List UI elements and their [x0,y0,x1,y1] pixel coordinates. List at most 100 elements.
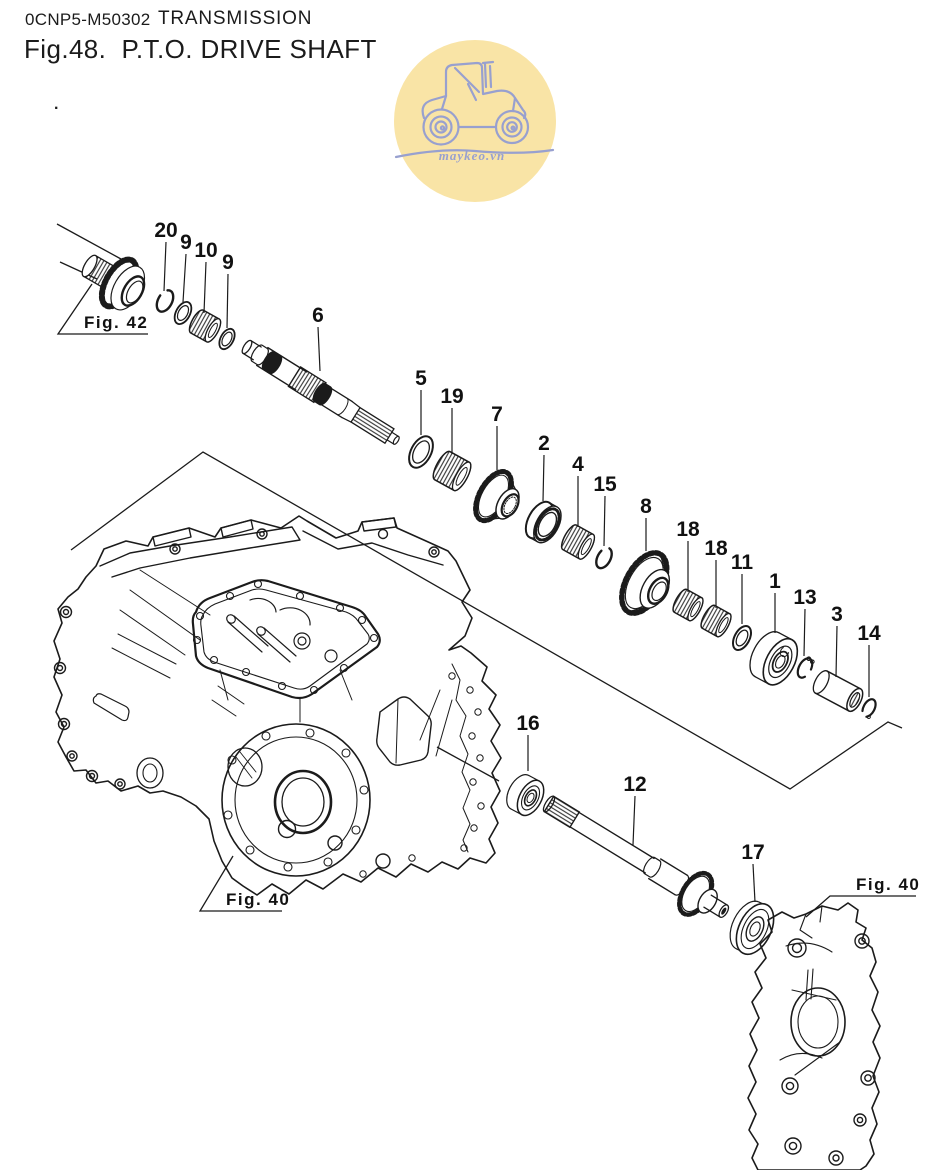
figure-reference-40-right: Fig. 40 [805,875,920,918]
callouts: 20 9 10 9 6 5 [154,219,881,903]
callout-4: 4 [572,453,584,527]
shaft-lead-line-upper [56,223,122,260]
section-title: TRANSMISSION [158,8,313,29]
tractor-icon [394,60,555,159]
gear-fig42 [81,254,146,311]
svg-text:19: 19 [440,385,463,408]
stray-dot: . [54,96,59,113]
svg-text:18: 18 [676,518,700,541]
svg-text:15: 15 [593,473,617,496]
gasket-flange-inner [200,588,370,690]
callout-20: 20 [154,219,178,292]
svg-text:12: 12 [623,773,646,796]
case-to-bearing16-line [436,746,500,782]
parts-upper-shaft [155,289,877,720]
left-bosses [53,605,177,790]
svg-text:2: 2 [538,432,550,455]
coupling-ring-2 [524,500,562,544]
svg-text:4: 4 [572,453,584,476]
document-code: 0CNP5-M50302 [25,10,151,29]
washer-5 [408,435,434,469]
gasket-flange-outer [191,579,381,700]
svg-text:11: 11 [731,551,754,574]
svg-text:Fig. 40: Fig. 40 [856,875,920,894]
needle-bearing-19 [432,450,472,492]
svg-text:17: 17 [741,841,764,864]
callout-13: 13 [793,586,817,657]
callout-3: 3 [831,603,843,678]
callout-7: 7 [491,403,503,470]
shift-shafts [226,597,338,663]
svg-text:13: 13 [793,586,816,609]
exploded-axis-boundary [70,451,903,790]
svg-text:20: 20 [154,219,177,242]
svg-text:Fig. 40: Fig. 40 [226,890,290,909]
main-bore [273,769,333,835]
svg-text:14: 14 [857,622,881,645]
svg-text:16: 16 [516,712,539,735]
needle-bearing-18b [700,604,732,638]
snap-ring-13 [796,656,815,679]
callout-16: 16 [516,712,540,771]
gear-7 [473,468,520,524]
svg-text:18: 18 [704,537,728,560]
svg-text:8: 8 [640,495,652,518]
side-window [359,672,485,878]
svg-text:1: 1 [769,570,781,593]
figure-title: Fig.48. P.T.O. DRIVE SHAFT [24,34,377,64]
callout-17: 17 [741,841,765,903]
watermark-circle [394,40,556,202]
callout-9a: 9 [180,231,192,303]
ball-bearing-1 [749,631,799,686]
svg-text:10: 10 [194,239,217,262]
front-flange [221,723,391,877]
svg-text:9: 9 [222,251,234,274]
ball-bearing-16 [506,774,545,817]
figure-reference-40-left: Fig. 40 [198,855,290,912]
watermark-site-text: maykeo.vn [439,148,505,163]
svg-text:Fig. 42: Fig. 42 [84,313,148,332]
svg-text:6: 6 [312,304,324,327]
case-silhouette [53,515,502,896]
callout-5: 5 [415,367,427,435]
parts-lower-shaft [506,774,775,956]
pto-cover [747,902,881,1170]
svg-text:5: 5 [415,367,427,390]
needle-bearing-18a [672,588,704,622]
washer-9b [218,327,236,351]
callout-10: 10 [194,239,218,314]
callout-6: 6 [312,304,324,372]
needle-bearing-10 [188,309,222,343]
figure-reference-42: Fig. 42 [56,283,148,335]
watermark: maykeo.vn [394,40,556,202]
callout-11: 11 [731,551,754,624]
sleeve-3 [812,670,864,713]
pto-output-shaft-12 [542,795,730,919]
callout-1: 1 [769,570,781,633]
transmission-case [53,515,502,896]
callout-18b: 18 [704,537,728,608]
washer-11 [731,624,753,652]
gear-8 [619,550,671,616]
case-ribs [119,569,471,853]
snap-ring-14 [861,698,877,720]
callout-8: 8 [640,495,652,551]
svg-text:3: 3 [831,603,843,626]
callout-2: 2 [538,432,550,502]
svg-text:9: 9 [180,231,192,254]
callout-14: 14 [857,622,881,697]
gasket-bolt-holes [192,579,379,695]
ball-bearing-17 [729,900,775,956]
pto-shaft-6 [241,339,400,445]
callout-18a: 18 [676,518,700,592]
callout-9b: 9 [222,251,234,329]
washer-9a [173,301,193,325]
snap-ring-20 [155,289,175,313]
callout-19: 19 [440,385,464,454]
callout-15: 15 [593,473,617,547]
callout-12: 12 [623,773,647,846]
needle-bearing-4 [560,524,596,560]
svg-text:7: 7 [491,403,503,426]
